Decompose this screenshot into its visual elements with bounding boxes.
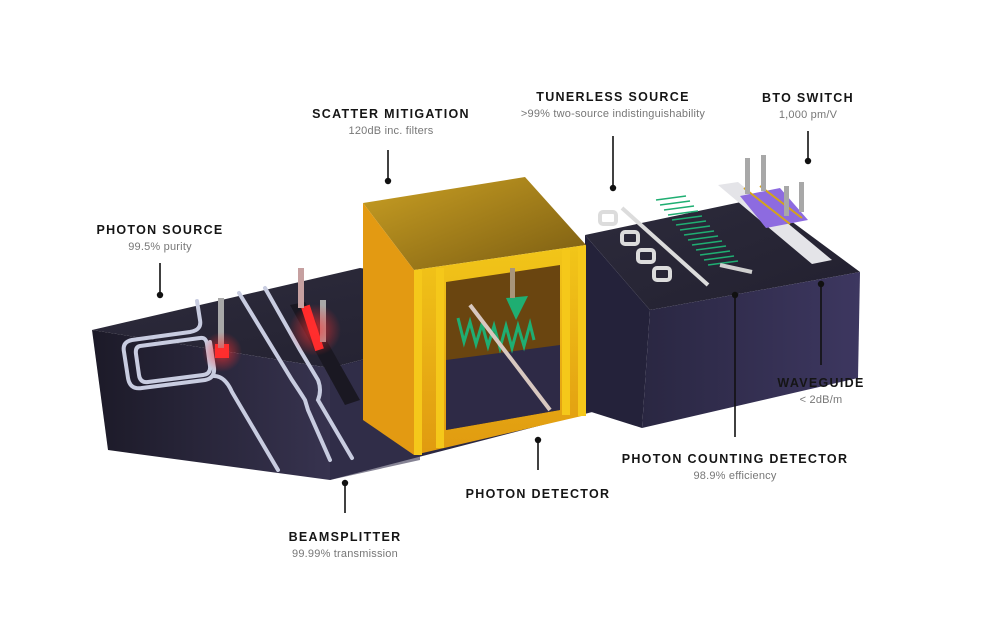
label-detail: >99% two-source indistinguishability [520, 108, 706, 120]
label-detail: 99.99% transmission [292, 548, 398, 560]
label-title: WAVEGUIDE [777, 376, 865, 390]
label-tunerless-source: TUNERLESS SOURCE >99% two-source indisti… [521, 90, 705, 120]
right-chip [585, 198, 860, 428]
detector-waveguide [719, 263, 753, 274]
bto-switch [718, 155, 832, 264]
photon-source-heater [202, 298, 242, 372]
leader-lines [156, 131, 825, 513]
scatter-mitigation-enclosure [363, 177, 586, 455]
label-title: PHOTON SOURCE [96, 223, 224, 237]
label-beamsplitter: BEAMSPLITTER 99.99% transmission [289, 530, 402, 560]
label-scatter-mitigation: SCATTER MITIGATION 120dB inc. filters [312, 107, 470, 137]
label-title: PHOTON DETECTOR [465, 487, 611, 501]
photon-detector-meander [456, 316, 536, 354]
tunerless-source-rings [598, 206, 710, 287]
label-bto-switch: BTO SWITCH 1,000 pm/V [762, 91, 854, 121]
label-detail: 120dB inc. filters [348, 125, 434, 137]
label-title: BEAMSPLITTER [288, 530, 402, 544]
beamsplitter-heater [289, 268, 360, 405]
label-detail: 1,000 pm/V [778, 109, 838, 121]
label-photon-detector: PHOTON DETECTOR [466, 487, 611, 501]
label-detail: < 2dB/m [799, 394, 843, 406]
beamsplitter-waveguides [237, 286, 354, 462]
photon-counting-detector-grating [655, 195, 739, 266]
label-photon-counting-detector: PHOTON COUNTING DETECTOR 98.9% efficienc… [622, 452, 849, 482]
label-detail: 98.9% efficiency [693, 470, 777, 482]
label-photon-source: PHOTON SOURCE 99.5% purity [96, 223, 223, 253]
photon-source-ring [121, 299, 280, 472]
label-title: BTO SWITCH [762, 91, 854, 105]
label-title: SCATTER MITIGATION [312, 107, 470, 121]
label-title: PHOTON COUNTING DETECTOR [621, 452, 849, 466]
label-detail: 99.5% purity [128, 241, 192, 253]
label-title: TUNERLESS SOURCE [536, 90, 690, 104]
label-waveguide: WAVEGUIDE < 2dB/m [777, 376, 864, 406]
